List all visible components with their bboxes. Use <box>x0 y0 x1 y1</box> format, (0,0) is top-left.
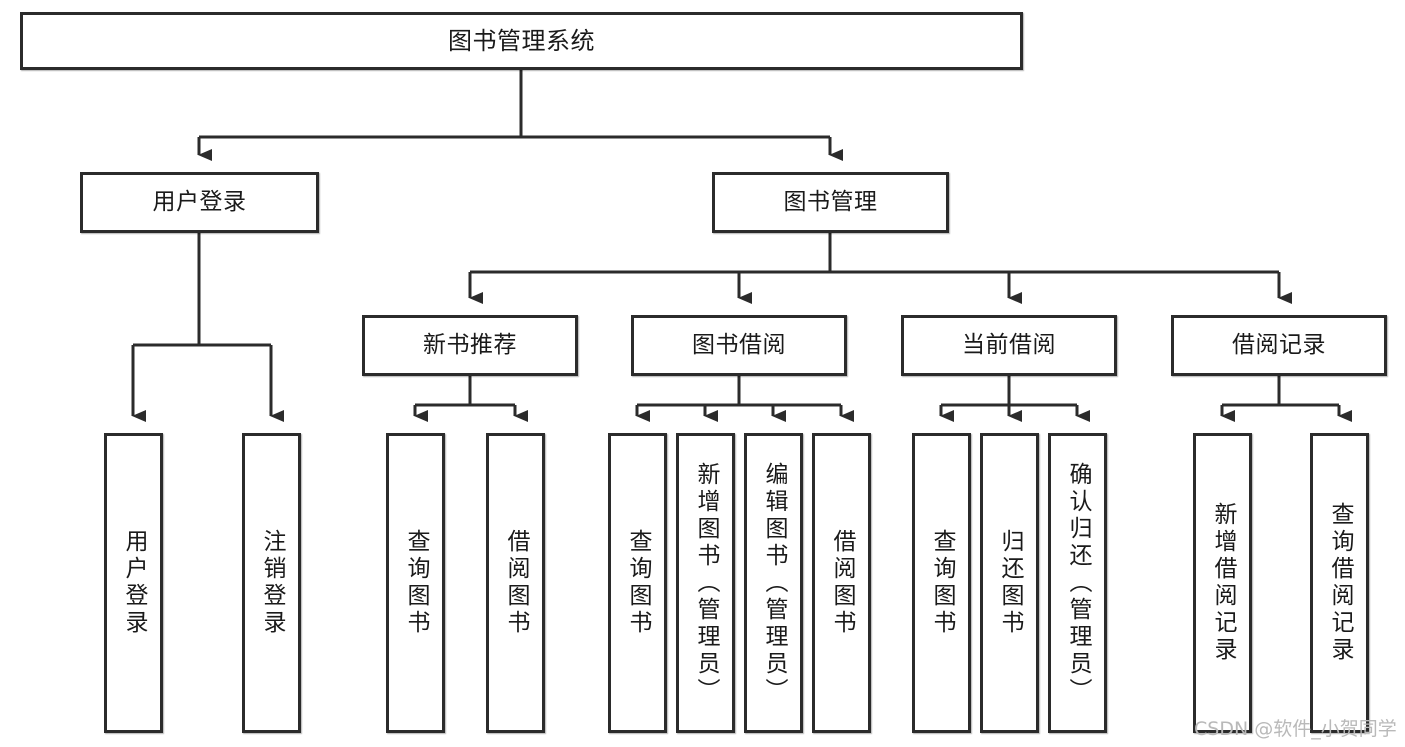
node-book-manage[interactable]: 图书管理 <box>712 172 949 233</box>
node-label: 查询图书 <box>403 529 429 637</box>
node-label: 新书推荐 <box>423 331 517 358</box>
node-label: 确认归还（管理员） <box>1065 461 1091 705</box>
node-root-system[interactable]: 图书管理系统 <box>20 12 1023 70</box>
leaf-confirm-return-admin[interactable]: 确认归还（管理员） <box>1048 433 1107 733</box>
leaf-add-book-admin[interactable]: 新增图书（管理员） <box>676 433 735 733</box>
node-label: 查询图书 <box>625 529 651 637</box>
node-current-borrow[interactable]: 当前借阅 <box>901 315 1117 376</box>
node-label: 借阅图书 <box>503 529 529 637</box>
node-label: 当前借阅 <box>962 331 1056 358</box>
node-user-login[interactable]: 用户登录 <box>80 172 319 233</box>
leaf-borrow-book-borrow[interactable]: 借阅图书 <box>812 433 871 733</box>
node-label: 查询借阅记录 <box>1327 502 1353 664</box>
csdn-watermark: CSDN @软件_小贺同学 <box>1194 718 1397 740</box>
node-label: 查询图书 <box>929 529 955 637</box>
node-label: 用户登录 <box>152 188 247 215</box>
node-label: 图书管理 <box>783 188 878 215</box>
leaf-user-login[interactable]: 用户登录 <box>104 433 163 733</box>
leaf-query-book-rec[interactable]: 查询图书 <box>386 433 445 733</box>
node-label: 编辑图书（管理员） <box>761 461 787 705</box>
leaf-return-book[interactable]: 归还图书 <box>980 433 1039 733</box>
node-new-book-rec[interactable]: 新书推荐 <box>362 315 578 376</box>
node-label: 新增借阅记录 <box>1210 502 1236 664</box>
leaf-edit-book-admin[interactable]: 编辑图书（管理员） <box>744 433 803 733</box>
node-label: 借阅图书 <box>829 529 855 637</box>
node-borrow-record[interactable]: 借阅记录 <box>1171 315 1387 376</box>
node-label: 图书借阅 <box>692 331 786 358</box>
leaf-query-book-current[interactable]: 查询图书 <box>912 433 971 733</box>
leaf-query-borrow-record[interactable]: 查询借阅记录 <box>1310 433 1369 733</box>
node-label: 新增图书（管理员） <box>693 461 719 705</box>
leaf-add-borrow-record[interactable]: 新增借阅记录 <box>1193 433 1252 733</box>
node-book-borrow[interactable]: 图书借阅 <box>631 315 847 376</box>
leaf-query-book-borrow[interactable]: 查询图书 <box>608 433 667 733</box>
leaf-borrow-book-rec[interactable]: 借阅图书 <box>486 433 545 733</box>
node-label: 用户登录 <box>121 529 147 637</box>
node-label: 注销登录 <box>259 529 285 637</box>
leaf-logout-login[interactable]: 注销登录 <box>242 433 301 733</box>
node-label: 借阅记录 <box>1232 331 1326 358</box>
node-label: 图书管理系统 <box>448 26 595 55</box>
node-label: 归还图书 <box>997 529 1023 637</box>
